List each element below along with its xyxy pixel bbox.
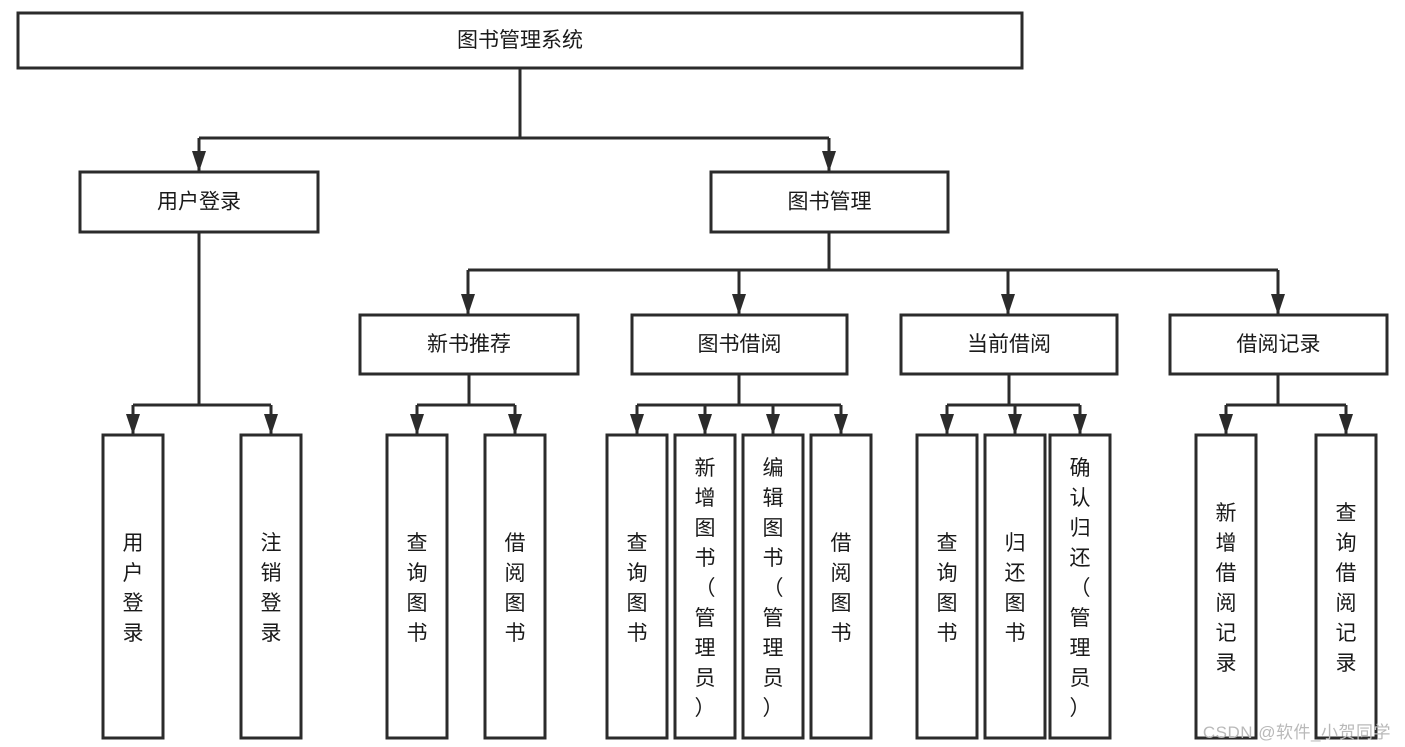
arrow-head-icon bbox=[698, 414, 712, 435]
node-leaf-11-label: 新增借阅记录 bbox=[1216, 502, 1237, 675]
node-level3-3-label: 借阅记录 bbox=[1237, 333, 1321, 356]
node-leaf-11-box bbox=[1194, 433, 1258, 740]
node-level3-2-label: 当前借阅 bbox=[967, 333, 1051, 356]
node-leaf-3[interactable]: 借阅图书 bbox=[483, 433, 547, 740]
node-leaf-10-box bbox=[1048, 433, 1112, 740]
arrow-head-icon bbox=[766, 414, 780, 435]
csdn-watermark: CSDN @软件_小贺同学 bbox=[1202, 723, 1391, 742]
node-root-system-box bbox=[16, 11, 1024, 70]
node-leaf-8-box bbox=[915, 433, 979, 740]
node-level3-1[interactable]: 图书借阅 bbox=[630, 313, 849, 376]
node-level3-3-box bbox=[1168, 313, 1389, 376]
node-level2-0-box bbox=[78, 170, 320, 234]
node-leaf-10[interactable]: 确认归还（管理员） bbox=[1048, 433, 1112, 740]
node-leaf-5-box bbox=[673, 433, 737, 740]
node-leaf-12[interactable]: 查询借阅记录 bbox=[1314, 433, 1378, 740]
node-leaf-2-box bbox=[385, 433, 449, 740]
arrow-head-icon bbox=[1001, 294, 1015, 315]
node-level3-0[interactable]: 新书推荐 bbox=[358, 313, 580, 376]
node-leaf-9-label: 归还图书 bbox=[1005, 532, 1026, 645]
arrow-head-icon bbox=[126, 414, 140, 435]
arrow-head-icon bbox=[1339, 414, 1353, 435]
node-leaf-0-label: 用户登录 bbox=[123, 532, 144, 645]
arrow-head-icon bbox=[192, 151, 206, 172]
node-leaf-4-label: 查询图书 bbox=[627, 532, 648, 645]
node-leaf-7[interactable]: 借阅图书 bbox=[809, 433, 873, 740]
node-leaf-1[interactable]: 注销登录 bbox=[239, 433, 303, 740]
node-level3-0-box bbox=[358, 313, 580, 376]
arrow-head-icon bbox=[1073, 414, 1087, 435]
node-leaf-8-label: 查询图书 bbox=[937, 532, 958, 645]
arrow-head-icon bbox=[1219, 414, 1233, 435]
arrow-head-icon bbox=[630, 414, 644, 435]
node-leaf-1-box bbox=[239, 433, 303, 740]
arrow-head-icon bbox=[508, 414, 522, 435]
node-level3-2[interactable]: 当前借阅 bbox=[899, 313, 1119, 376]
arrow-head-icon bbox=[940, 414, 954, 435]
node-leaf-11[interactable]: 新增借阅记录 bbox=[1194, 433, 1258, 740]
node-leaf-5[interactable]: 新增图书（管理员） bbox=[673, 433, 737, 740]
node-leaf-8[interactable]: 查询图书 bbox=[915, 433, 979, 740]
arrow-head-icon bbox=[834, 414, 848, 435]
arrow-head-icon bbox=[461, 294, 475, 315]
node-level3-1-box bbox=[630, 313, 849, 376]
node-level2-0[interactable]: 用户登录 bbox=[78, 170, 320, 234]
connector-layer bbox=[126, 68, 1353, 435]
node-leaf-12-label: 查询借阅记录 bbox=[1336, 502, 1357, 675]
node-level2-1-box bbox=[709, 170, 950, 234]
node-leaf-3-label: 借阅图书 bbox=[505, 532, 526, 645]
node-level3-0-label: 新书推荐 bbox=[427, 333, 511, 356]
node-leaf-12-box bbox=[1314, 433, 1378, 740]
node-leaf-4[interactable]: 查询图书 bbox=[605, 433, 669, 740]
node-leaf-9[interactable]: 归还图书 bbox=[983, 433, 1047, 740]
node-leaf-6-box bbox=[741, 433, 805, 740]
arrow-head-icon bbox=[1008, 414, 1022, 435]
node-level3-2-box bbox=[899, 313, 1119, 376]
node-leaf-3-box bbox=[483, 433, 547, 740]
node-leaf-9-box bbox=[983, 433, 1047, 740]
node-level3-3[interactable]: 借阅记录 bbox=[1168, 313, 1389, 376]
node-level2-1[interactable]: 图书管理 bbox=[709, 170, 950, 234]
node-leaf-5-label: 新增图书（管理员） bbox=[695, 457, 716, 720]
node-leaf-7-box bbox=[809, 433, 873, 740]
node-leaf-6[interactable]: 编辑图书（管理员） bbox=[741, 433, 805, 740]
node-level3-1-label: 图书借阅 bbox=[698, 333, 782, 356]
node-layer: 图书管理系统用户登录图书管理新书推荐图书借阅当前借阅借阅记录用户登录注销登录查询… bbox=[16, 11, 1389, 740]
arrow-head-icon bbox=[732, 294, 746, 315]
node-leaf-1-label: 注销登录 bbox=[261, 532, 282, 645]
node-root-system-label: 图书管理系统 bbox=[457, 29, 583, 52]
node-level2-0-label: 用户登录 bbox=[157, 191, 241, 214]
arrow-head-icon bbox=[822, 151, 836, 172]
arrow-head-icon bbox=[1271, 294, 1285, 315]
node-root-system[interactable]: 图书管理系统 bbox=[16, 11, 1024, 70]
node-leaf-2-label: 查询图书 bbox=[407, 532, 428, 645]
node-leaf-10-label: 确认归还（管理员） bbox=[1070, 457, 1091, 720]
node-leaf-2[interactable]: 查询图书 bbox=[385, 433, 449, 740]
node-level2-1-label: 图书管理 bbox=[788, 191, 872, 214]
arrow-head-icon bbox=[264, 414, 278, 435]
node-leaf-0-box bbox=[101, 433, 165, 740]
node-leaf-6-label: 编辑图书（管理员） bbox=[763, 457, 784, 720]
node-leaf-0[interactable]: 用户登录 bbox=[101, 433, 165, 740]
node-leaf-7-label: 借阅图书 bbox=[831, 532, 852, 645]
arrow-head-icon bbox=[410, 414, 424, 435]
node-leaf-4-box bbox=[605, 433, 669, 740]
